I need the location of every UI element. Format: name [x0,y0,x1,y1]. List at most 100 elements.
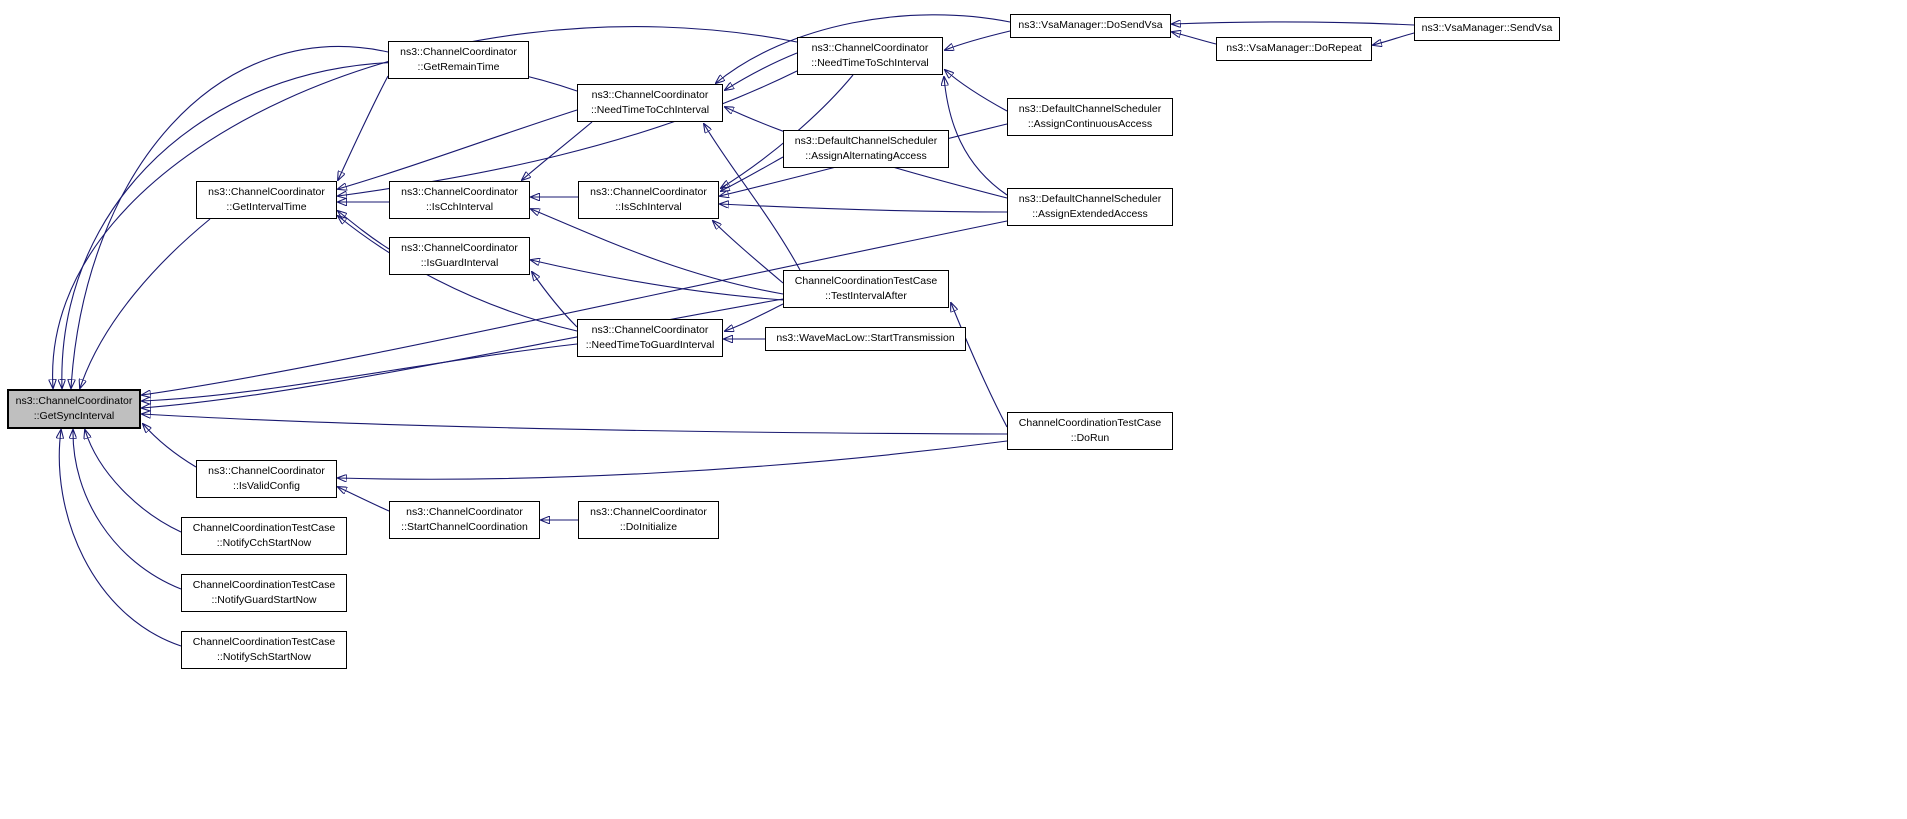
node-label: ::AssignContinuousAccess [1027,118,1153,130]
node-test-interval-after[interactable]: ChannelCoordinationTestCase ::TestInterv… [783,270,949,308]
edge-needTimeToCchInterval-getIntervalTime [338,109,578,189]
node-label: ns3::VsaManager::DoRepeat [1226,42,1362,55]
node-label: ::GetIntervalTime [226,201,307,213]
node-label: ::NeedTimeToSchInterval [811,57,929,69]
edge-isValidConfig-getSyncInterval [143,424,197,468]
edge-needTimeToCchInterval-isCchInterval [522,121,593,180]
node-assign-continuous-access[interactable]: ns3::DefaultChannelScheduler ::AssignCon… [1007,98,1173,136]
node-label: ns3::ChannelCoordinator [590,185,707,198]
node-need-time-to-cch-interval[interactable]: ns3::ChannelCoordinator ::NeedTimeToCchI… [577,84,723,122]
node-label: ns3::ChannelCoordinator [591,323,709,336]
edge-testIntervalAfter-isCchInterval [531,209,784,295]
node-label: ::NeedTimeToGuardInterval [585,339,715,351]
edge-notifyGuardStartNow-getSyncInterval [73,430,182,590]
edge-testIntervalAfter-needTimeToCchInterval [704,124,801,271]
edge-assignAlternatingAccess-isSchInterval [721,156,784,191]
edge-assignExtendedAccess-getSyncInterval [142,220,1008,395]
edge-startChannelCoordination-isValidConfig [338,487,390,512]
node-need-time-to-guard-interval[interactable]: ns3::ChannelCoordinator ::NeedTimeToGuar… [577,319,723,357]
edge-isGuardInterval-getIntervalTime [338,211,390,250]
node-label: ns3::DefaultChannelScheduler [794,134,938,147]
node-label: ChannelCoordinationTestCase [1018,416,1162,429]
edge-sendVsa-doSendVsa [1172,22,1415,25]
node-label: ChannelCoordinationTestCase [192,635,336,648]
node-label: ns3::WaveMacLow::StartTransmission [776,332,955,345]
node-label: ns3::VsaManager::SendVsa [1421,22,1553,35]
node-notify-guard-start-now[interactable]: ChannelCoordinationTestCase ::NotifyGuar… [181,574,347,612]
node-label: ns3::DefaultChannelScheduler [1018,102,1162,115]
node-is-sch-interval[interactable]: ns3::ChannelCoordinator ::IsSchInterval [578,181,719,219]
edge-doRun-isValidConfig [338,440,1008,479]
node-label: ChannelCoordinationTestCase [192,578,336,591]
node-is-guard-interval[interactable]: ns3::ChannelCoordinator ::IsGuardInterva… [389,237,530,275]
edge-testIntervalAfter-getSyncInterval [142,298,784,408]
edge-needTimeToSchInterval-needTimeToCchInterval [725,52,798,90]
node-label: ::IsCchInterval [425,201,494,213]
node-is-valid-config[interactable]: ns3::ChannelCoordinator ::IsValidConfig [196,460,337,498]
node-label: ns3::ChannelCoordinator [406,505,523,518]
node-label: ns3::ChannelCoordinator [590,505,707,518]
edge-needTimeToGuardInterval-isGuardInterval [532,272,578,328]
node-assign-alternating-access[interactable]: ns3::DefaultChannelScheduler ::AssignAlt… [783,130,949,168]
node-send-vsa[interactable]: ns3::VsaManager::SendVsa [1414,17,1560,41]
node-label: ::NotifySchStartNow [217,651,311,663]
node-label: ChannelCoordinationTestCase [794,274,938,287]
node-label: ns3::ChannelCoordinator [15,394,133,407]
node-label: ns3::ChannelCoordinator [401,241,518,254]
edge-sendVsa-doRepeat [1373,32,1415,45]
edge-needTimeToGuardInterval-getSyncInterval [142,343,578,401]
node-label: ::IsValidConfig [233,480,300,492]
node-get-sync-interval[interactable]: ns3::ChannelCoordinator ::GetSyncInterva… [7,389,141,429]
edge-testIntervalAfter-isGuardInterval [531,260,784,301]
edge-getRemainTime-getSyncInterval [71,46,389,388]
edge-needTimeToGuardInterval-getIntervalTime [338,216,578,332]
node-is-cch-interval[interactable]: ns3::ChannelCoordinator ::IsCchInterval [389,181,530,219]
edge-needTimeToCchInterval-getSyncInterval [62,61,578,388]
node-label: ns3::ChannelCoordinator [208,185,325,198]
node-do-send-vsa[interactable]: ns3::VsaManager::DoSendVsa [1010,14,1171,38]
node-label: ns3::DefaultChannelScheduler [1018,192,1162,205]
node-label: ns3::ChannelCoordinator [400,45,517,58]
node-do-repeat[interactable]: ns3::VsaManager::DoRepeat [1216,37,1372,61]
node-label: ::GetRemainTime [417,61,500,73]
node-label: ::IsGuardInterval [420,257,499,269]
node-get-interval-time[interactable]: ns3::ChannelCoordinator ::GetIntervalTim… [196,181,337,219]
node-do-initialize[interactable]: ns3::ChannelCoordinator ::DoInitialize [578,501,719,539]
node-label: ::NeedTimeToCchInterval [590,104,710,116]
node-start-channel-coordination[interactable]: ns3::ChannelCoordinator ::StartChannelCo… [389,501,540,539]
node-label: ns3::ChannelCoordinator [591,88,709,101]
node-label: ::DoInitialize [619,521,678,533]
node-label: ::NotifyGuardStartNow [211,594,317,606]
edge-testIntervalAfter-needTimeToGuardInterval [725,303,784,331]
node-label: ::AssignAlternatingAccess [805,150,927,162]
node-label: ::GetSyncInterval [33,410,115,422]
node-do-run[interactable]: ChannelCoordinationTestCase ::DoRun [1007,412,1173,450]
node-notify-cch-start-now[interactable]: ChannelCoordinationTestCase ::NotifyCchS… [181,517,347,555]
node-label: ns3::ChannelCoordinator [401,185,518,198]
edge-getRemainTime-getIntervalTime [338,75,389,180]
edge-assignContinuousAccess-needTimeToSchInterval [945,70,1008,112]
edge-getIntervalTime-getSyncInterval [80,218,211,388]
node-label: ns3::VsaManager::DoSendVsa [1018,19,1163,32]
node-label: ::TestIntervalAfter [825,290,907,302]
node-get-remain-time[interactable]: ns3::ChannelCoordinator ::GetRemainTime [388,41,529,79]
node-need-time-to-sch-interval[interactable]: ns3::ChannelCoordinator ::NeedTimeToSchI… [797,37,943,75]
node-assign-extended-access[interactable]: ns3::DefaultChannelScheduler ::AssignExt… [1007,188,1173,226]
node-label: ::DoRun [1070,432,1110,444]
edge-assignExtendedAccess-isSchInterval [720,204,1008,213]
node-label: ::AssignExtendedAccess [1032,208,1148,220]
node-label: ns3::ChannelCoordinator [208,464,325,477]
node-start-transmission[interactable]: ns3::WaveMacLow::StartTransmission [765,327,966,351]
edge-notifySchStartNow-getSyncInterval [59,430,182,647]
node-label: ::StartChannelCoordination [401,521,528,533]
edge-doRepeat-doSendVsa [1172,32,1217,45]
edge-doSendVsa-needTimeToCchInterval [716,14,1011,83]
edge-needTimeToSchInterval-getSyncInterval [53,26,798,388]
edge-notifyCchStartNow-getSyncInterval [85,430,182,533]
node-label: ChannelCoordinationTestCase [192,521,336,534]
edge-doSendVsa-needTimeToSchInterval [945,30,1011,50]
node-notify-sch-start-now[interactable]: ChannelCoordinationTestCase ::NotifySchS… [181,631,347,669]
edge-assignExtendedAccess-needTimeToSchInterval [944,77,1008,196]
